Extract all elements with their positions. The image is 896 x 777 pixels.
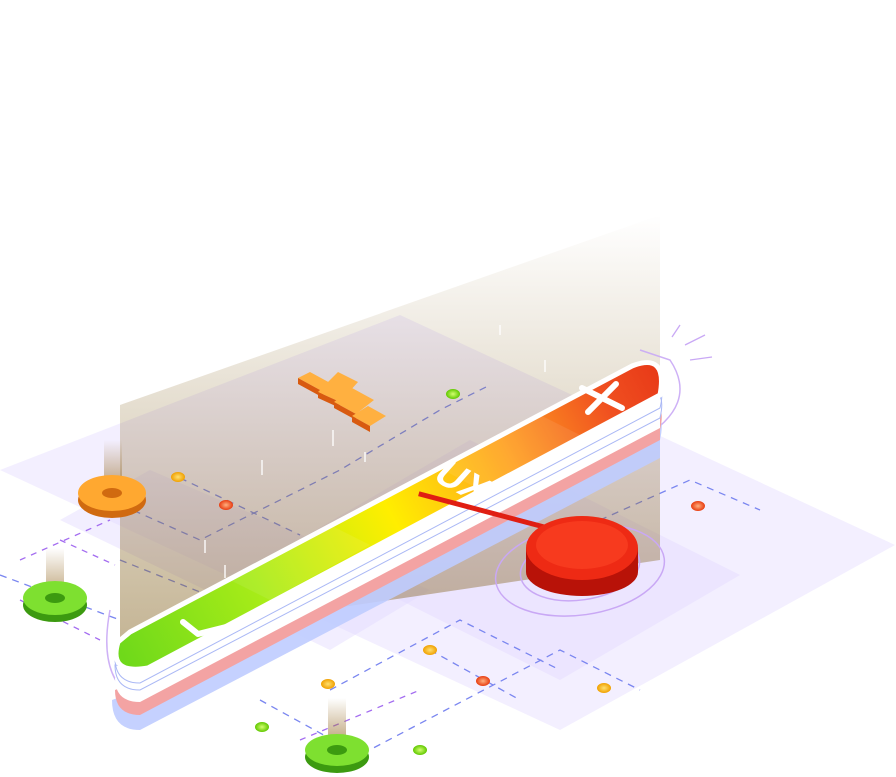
gear-icon-green bbox=[23, 548, 87, 622]
node-dots bbox=[171, 389, 705, 755]
meter-gradient-track bbox=[113, 360, 664, 672]
bar-chart-icon bbox=[298, 372, 386, 432]
gear-icon-green-bottom bbox=[305, 698, 369, 773]
light-streaks bbox=[204, 325, 546, 578]
ux-meter bbox=[112, 360, 664, 730]
sparkle-icon bbox=[671, 324, 713, 361]
meter-pointer bbox=[418, 491, 549, 531]
check-icon bbox=[180, 619, 233, 637]
light-beam-panel bbox=[120, 215, 660, 640]
ux-badge: UX bbox=[425, 453, 638, 596]
cross-icon bbox=[579, 381, 625, 415]
gear-icon-orange bbox=[78, 440, 146, 518]
